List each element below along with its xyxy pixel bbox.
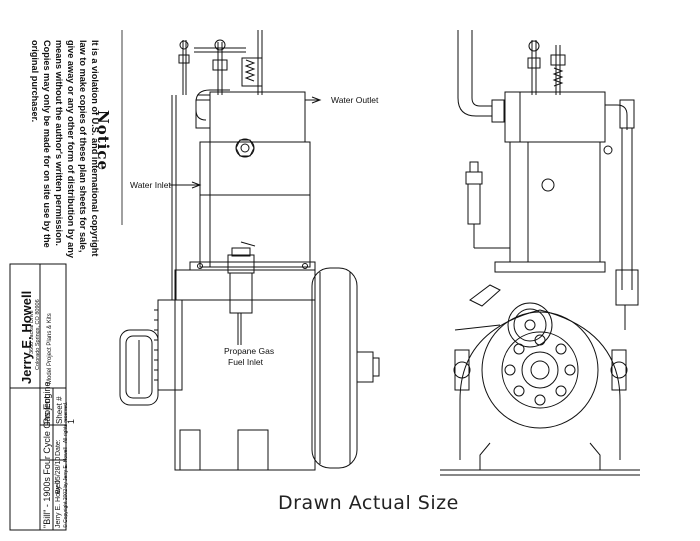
propane-label-1: Propane Gas bbox=[224, 346, 275, 356]
propane-label-2: Fuel Inlet bbox=[228, 357, 263, 367]
drawing-caption: Drawn Actual Size bbox=[278, 492, 459, 514]
copyright-line: © Copyright 2002 by Jerry E. Howell - Al… bbox=[63, 401, 69, 528]
project-name: "Bill" - 1900s Four Cycle Gas Engine bbox=[42, 381, 52, 528]
subtitle: Model Project Plans & Kits bbox=[47, 313, 53, 384]
address-line-2: Colorado Springs, CO 80906 bbox=[35, 299, 41, 370]
date-value: 05/28/10 bbox=[55, 456, 62, 484]
end-view bbox=[440, 30, 640, 476]
date-label: Date: bbox=[55, 439, 62, 456]
side-view bbox=[119, 30, 380, 471]
water-outlet-label: Water Outlet bbox=[331, 95, 379, 105]
by-value: Jerry E. Howell bbox=[55, 480, 62, 528]
water-inlet-label: Water Inlet bbox=[130, 180, 171, 190]
